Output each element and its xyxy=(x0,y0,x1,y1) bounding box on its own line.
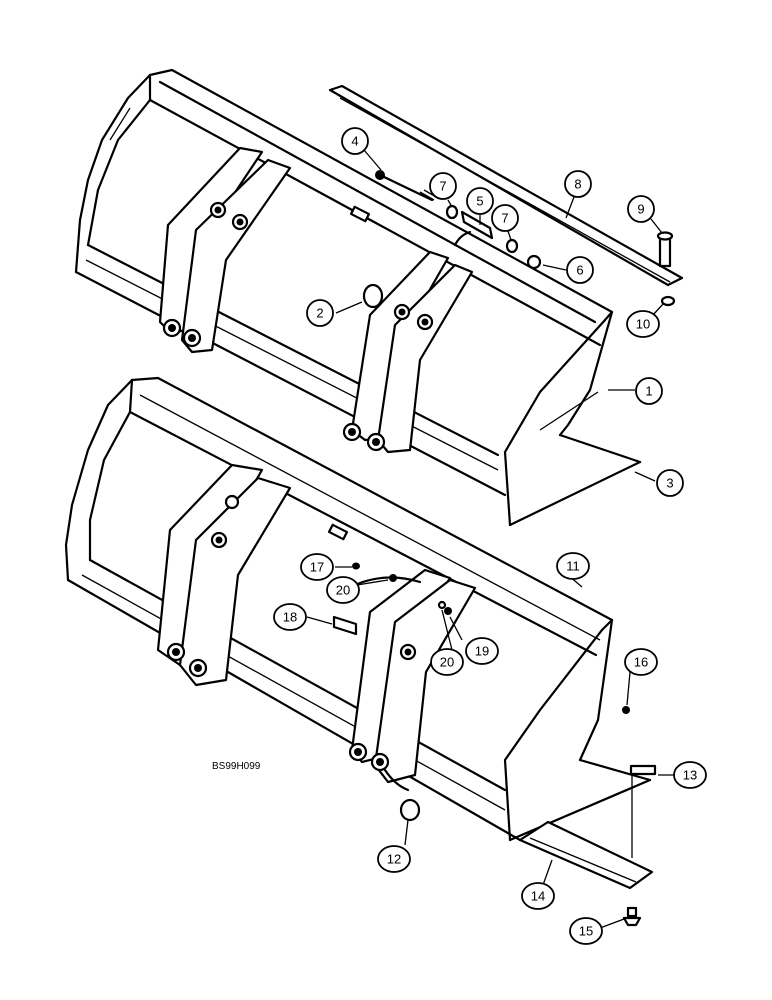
callout-8: 8 xyxy=(564,170,592,198)
callout-label: 5 xyxy=(476,194,483,209)
callout-15: 15 xyxy=(569,917,603,945)
callout-label: 10 xyxy=(636,317,650,332)
callout-label: 9 xyxy=(637,202,644,217)
callout-16: 16 xyxy=(624,648,658,676)
callout-label: 7 xyxy=(439,179,446,194)
callout-label: 11 xyxy=(566,559,580,574)
callout-14: 14 xyxy=(521,882,555,910)
callout-18: 18 xyxy=(273,603,307,631)
callout-label: 1 xyxy=(645,384,652,399)
lower-hardware xyxy=(332,562,657,927)
callout-13: 13 xyxy=(673,761,707,789)
callout-6: 6 xyxy=(566,256,594,284)
callout-label: 16 xyxy=(634,655,648,670)
cutting-edge-upper xyxy=(328,84,684,287)
callout-label: 2 xyxy=(316,306,323,321)
callout-label: 7 xyxy=(501,211,508,226)
callout-label: 17 xyxy=(310,560,324,575)
callout-2: 2 xyxy=(306,299,334,327)
callout-20-right: 20 xyxy=(430,648,464,676)
callout-label: 20 xyxy=(336,583,350,598)
drawing-reference-code: BS99H099 xyxy=(212,761,261,772)
callout-12: 12 xyxy=(377,845,411,873)
callout-19: 19 xyxy=(465,637,499,665)
callout-label: 3 xyxy=(666,476,673,491)
callout-label: 6 xyxy=(576,263,583,278)
callout-label: 19 xyxy=(475,644,489,659)
lower-bucket xyxy=(64,376,652,842)
callout-label: 8 xyxy=(574,177,581,192)
callout-label: 15 xyxy=(579,924,593,939)
callout-label: 20 xyxy=(440,655,454,670)
callout-5: 5 xyxy=(466,187,494,215)
callout-9: 9 xyxy=(627,195,655,223)
callout-label: 18 xyxy=(283,610,297,625)
leader-lines xyxy=(306,149,675,929)
cutting-edge-lower xyxy=(518,775,654,890)
callout-7-upper-right: 7 xyxy=(491,204,519,232)
upper-hardware xyxy=(362,170,676,309)
callout-1: 1 xyxy=(635,377,663,405)
callout-label: 14 xyxy=(531,889,545,904)
callout-label: 4 xyxy=(351,134,358,149)
callout-10: 10 xyxy=(626,310,660,338)
callout-3: 3 xyxy=(656,469,684,497)
upper-bucket xyxy=(74,68,642,527)
callout-label: 13 xyxy=(683,768,697,783)
callout-20-left: 20 xyxy=(326,576,360,604)
callout-4: 4 xyxy=(341,127,369,155)
callout-label: 12 xyxy=(387,852,401,867)
callout-11: 11 xyxy=(556,552,590,580)
callout-17: 17 xyxy=(300,553,334,581)
callout-7-upper-left: 7 xyxy=(429,172,457,200)
